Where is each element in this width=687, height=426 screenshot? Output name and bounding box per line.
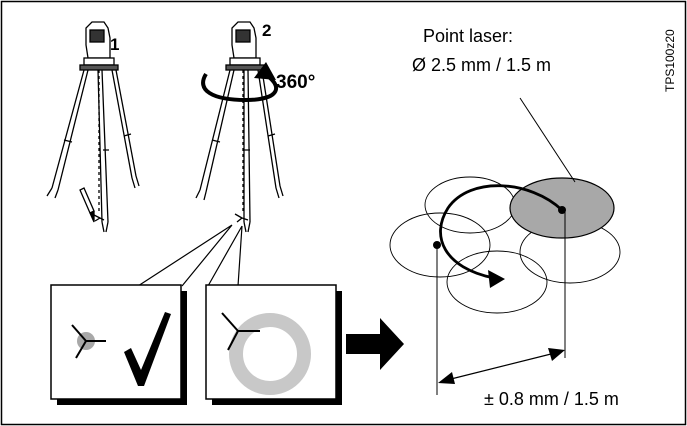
crosshair-icon bbox=[71, 324, 106, 359]
step-1-label: 1 bbox=[110, 35, 119, 54]
tripod-instrument-1 bbox=[46, 21, 140, 233]
zoom-lines bbox=[137, 224, 243, 287]
detail-box-eccentric bbox=[205, 284, 342, 405]
tolerance-label: ± 0.8 mm / 1.5 m bbox=[484, 389, 619, 409]
rotation-arrow-icon bbox=[201, 62, 278, 103]
laser-circle-path bbox=[229, 313, 311, 395]
leader-line bbox=[519, 97, 576, 183]
crosshair-icon bbox=[221, 312, 260, 351]
check-icon bbox=[124, 312, 171, 386]
tripod-instrument-2 bbox=[195, 21, 284, 233]
rotation-path bbox=[439, 184, 563, 280]
laser-spec: Ø 2.5 mm / 1.5 m bbox=[412, 55, 551, 75]
rotation-label: 360° bbox=[276, 72, 315, 93]
dimension-line bbox=[438, 348, 565, 384]
figure-code: TPS100z20 bbox=[663, 29, 677, 92]
detail-box-centred bbox=[50, 284, 187, 405]
right-arrow-icon bbox=[346, 318, 404, 370]
laser-spot-diagram bbox=[389, 97, 621, 395]
laser-title: Point laser: bbox=[423, 26, 513, 46]
step-2-label: 2 bbox=[262, 21, 271, 40]
